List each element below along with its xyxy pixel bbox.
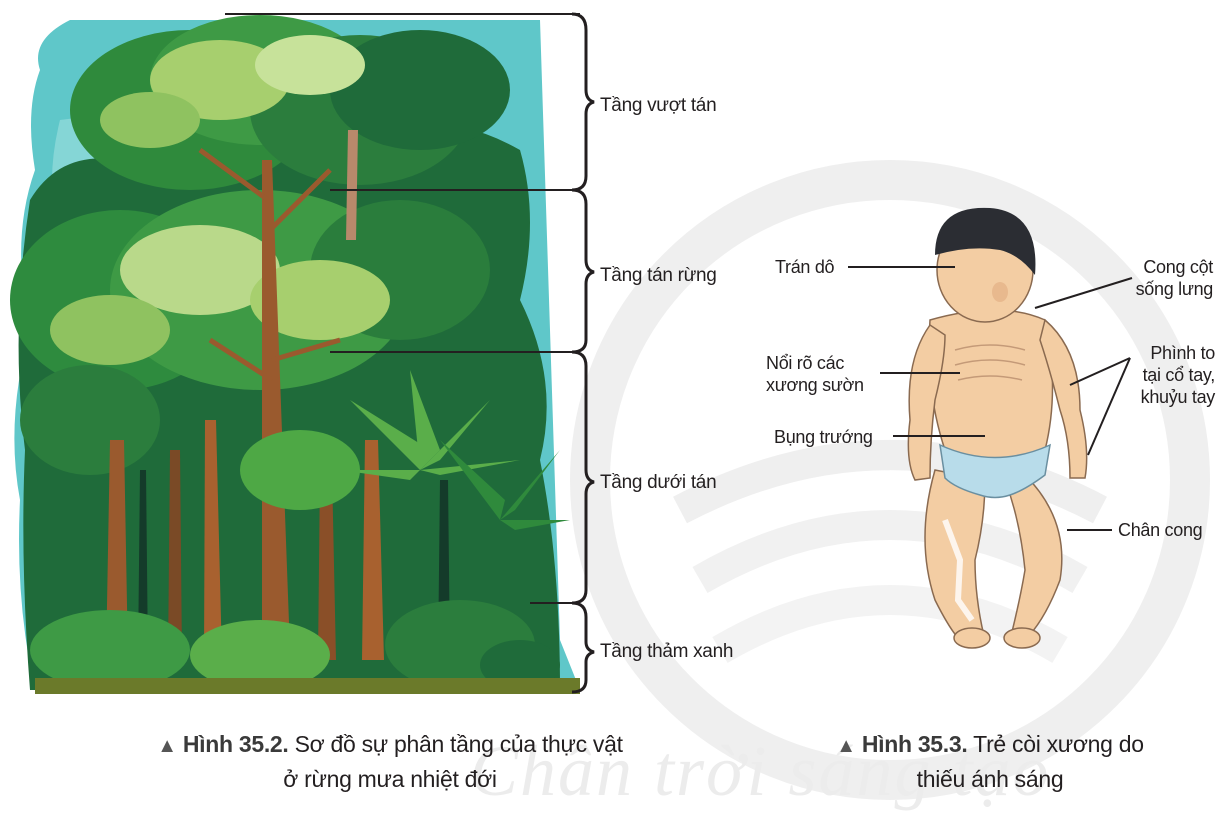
caption-line1: Trẻ còi xương do — [973, 731, 1144, 757]
caption-figure-35-3: ▲ Hình 35.3. Trẻ còi xương do thiếu ánh … — [800, 728, 1180, 796]
rickets-child-illustration — [0, 0, 1229, 700]
label-phinh-to-line3: khuỷu tay — [1141, 386, 1215, 408]
label-cong-cot-line2: sống lưng — [1136, 278, 1213, 300]
caption-number: Hình 35.3. — [862, 731, 968, 757]
label-noi-ro-line2: xương sườn — [766, 374, 864, 396]
caption-line2: thiếu ánh sáng — [800, 763, 1180, 796]
caption-line2: ở rừng mưa nhiệt đới — [130, 763, 650, 796]
label-phinh-to-line1: Phình to — [1150, 342, 1215, 364]
caption-line1: Sơ đồ sự phân tầng của thực vật — [295, 731, 623, 757]
label-cong-cot-line1: Cong cột — [1143, 256, 1213, 278]
caption-number: Hình 35.2. — [183, 731, 289, 757]
triangle-marker-icon: ▲ — [836, 735, 856, 757]
label-noi-ro-line1: Nổi rõ các — [766, 352, 844, 374]
caption-figure-35-2: ▲ Hình 35.2. Sơ đồ sự phân tầng của thực… — [130, 728, 650, 796]
label-chan-cong: Chân cong — [1118, 519, 1202, 541]
label-tran-do: Trán dô — [775, 256, 834, 278]
label-bung-truong: Bụng trướng — [774, 426, 873, 448]
label-phinh-to-line2: tại cổ tay, — [1143, 364, 1215, 386]
triangle-marker-icon: ▲ — [157, 735, 177, 757]
